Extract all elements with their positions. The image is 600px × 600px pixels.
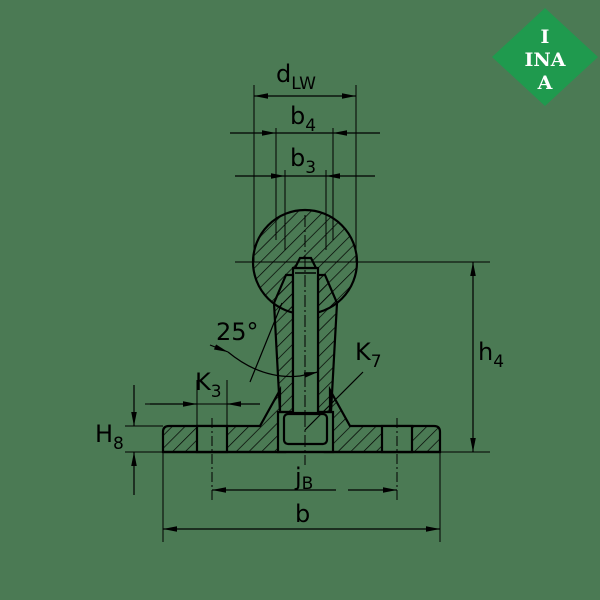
- logo-diamond: [492, 8, 598, 106]
- label-jB: jB: [294, 463, 313, 494]
- label-h4: h4: [478, 338, 504, 372]
- label-K7: K7: [355, 338, 382, 372]
- logo-letter-a: A: [537, 72, 553, 94]
- logo-letter-i: I: [541, 26, 550, 48]
- part-geometry: [161, 208, 442, 454]
- dimension-labels: dLW b4 b3 h4 H8 K3 K7 jB b 25°: [95, 60, 504, 528]
- k7-leader: [304, 371, 364, 431]
- label-H8: H8: [95, 420, 124, 454]
- label-b3: b3: [290, 144, 316, 178]
- logo-word-ina: INA: [525, 49, 566, 71]
- label-dLW: dLW: [276, 60, 316, 94]
- angle-arc: [227, 351, 301, 378]
- label-K3: K3: [195, 368, 222, 402]
- ina-logo: I INA A: [492, 8, 598, 106]
- center-lines: [125, 85, 490, 542]
- dimension-lines: [131, 93, 476, 532]
- label-b4: b4: [290, 102, 316, 136]
- angle-leg: [249, 302, 283, 383]
- label-angle-25: 25°: [216, 318, 259, 346]
- label-b: b: [295, 500, 310, 528]
